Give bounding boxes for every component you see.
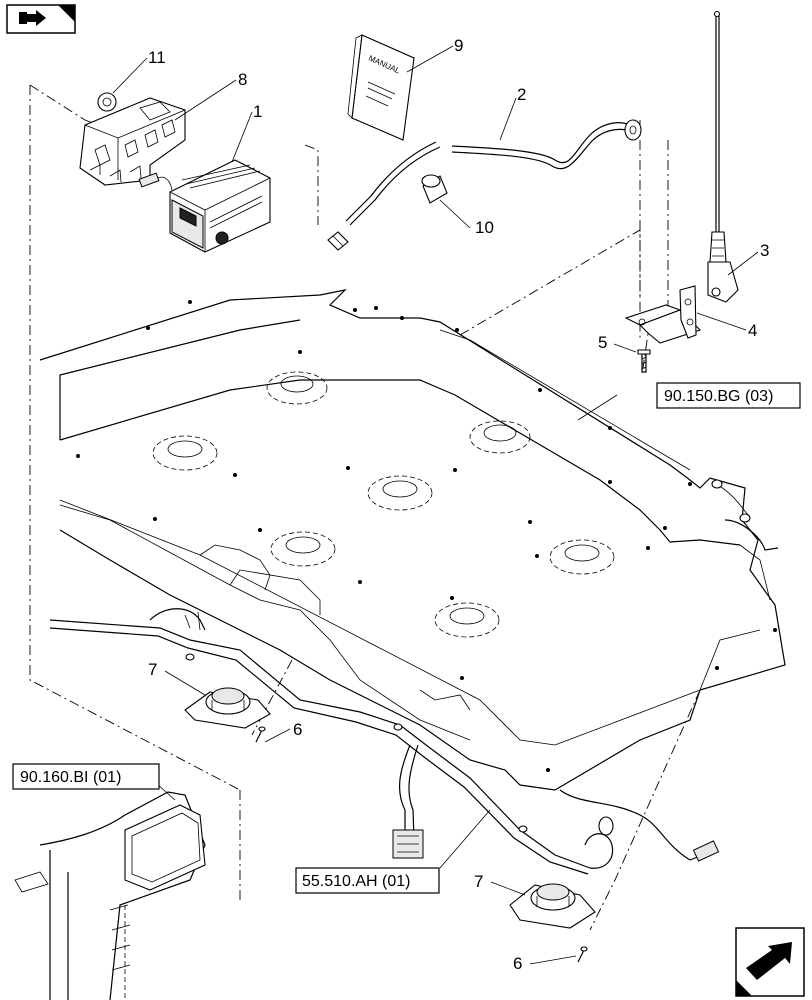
- ring-bushing: [97, 92, 117, 112]
- callout-4: 4: [748, 321, 757, 340]
- callout-11: 11: [148, 48, 166, 67]
- callout-5: 5: [598, 333, 607, 352]
- panel-holes: [76, 300, 777, 772]
- cab-pillar: [14, 791, 206, 1000]
- arrow-next-icon: [746, 942, 792, 980]
- bracket-screw: [637, 349, 651, 373]
- callout-2: 2: [517, 85, 526, 104]
- speaker-screw-right: [577, 946, 588, 963]
- nav-back-button[interactable]: [6, 4, 76, 34]
- roof-panel: [39, 289, 786, 791]
- callout-7-right: 7: [474, 872, 483, 891]
- cable-sleeve: [421, 174, 448, 204]
- speaker-right: [509, 883, 596, 929]
- arrow-back-icon: [19, 10, 46, 26]
- leader-lines: [112, 45, 759, 965]
- radio-unit: [138, 159, 271, 253]
- nav-next-button[interactable]: [735, 927, 805, 997]
- callout-7-left: 7: [148, 660, 157, 679]
- ref-roof-label: 90.150.BG (03): [664, 388, 773, 405]
- ref-link-roof[interactable]: 90.150.BG (03): [656, 382, 801, 409]
- callout-1: 1: [253, 102, 262, 121]
- speaker-screw-left: [255, 726, 266, 743]
- ref-link-pillar[interactable]: 90.160.BI (01): [12, 763, 160, 790]
- callout-8: 8: [238, 70, 247, 89]
- callout-6-right: 6: [513, 954, 522, 973]
- antenna-cable: [327, 119, 642, 251]
- antenna: [707, 10, 739, 303]
- callout-6-left: 6: [293, 720, 302, 739]
- callout-10: 10: [475, 218, 494, 237]
- panel-dimples: [152, 371, 615, 638]
- ref-harness-label: 55.510.AH (01): [302, 873, 411, 890]
- owners-manual: MANUAL: [347, 34, 415, 141]
- radio-mounting-cage: [79, 97, 186, 186]
- callout-labels: 11 8 1 9 2 10 3 4 5 7 6 7 6: [148, 36, 769, 973]
- antenna-bracket: [624, 285, 702, 344]
- ref-pillar-label: 90.160.BI (01): [20, 769, 121, 786]
- callout-3: 3: [760, 241, 769, 260]
- wiring-harness: [49, 479, 779, 875]
- callout-9: 9: [454, 36, 463, 55]
- speaker-left: [184, 687, 271, 729]
- ref-link-harness[interactable]: 55.510.AH (01): [295, 867, 440, 894]
